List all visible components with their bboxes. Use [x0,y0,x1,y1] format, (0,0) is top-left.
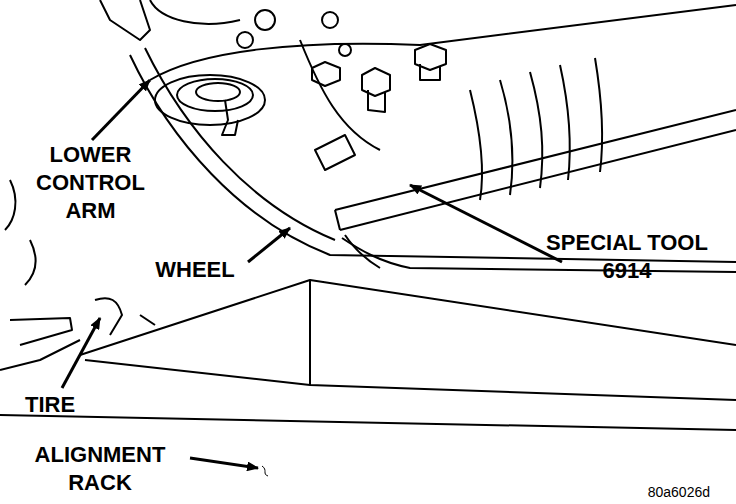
part-label: WHEEL [140,256,250,284]
part-label: ALIGNMENT RACK [20,441,180,497]
figure-code: 80a6026d [600,484,710,500]
part-label: TIRE [10,391,90,419]
part-label: LOWER CONTROL ARM [28,141,153,225]
part-label: SPECIAL TOOL 6914 [537,229,717,285]
